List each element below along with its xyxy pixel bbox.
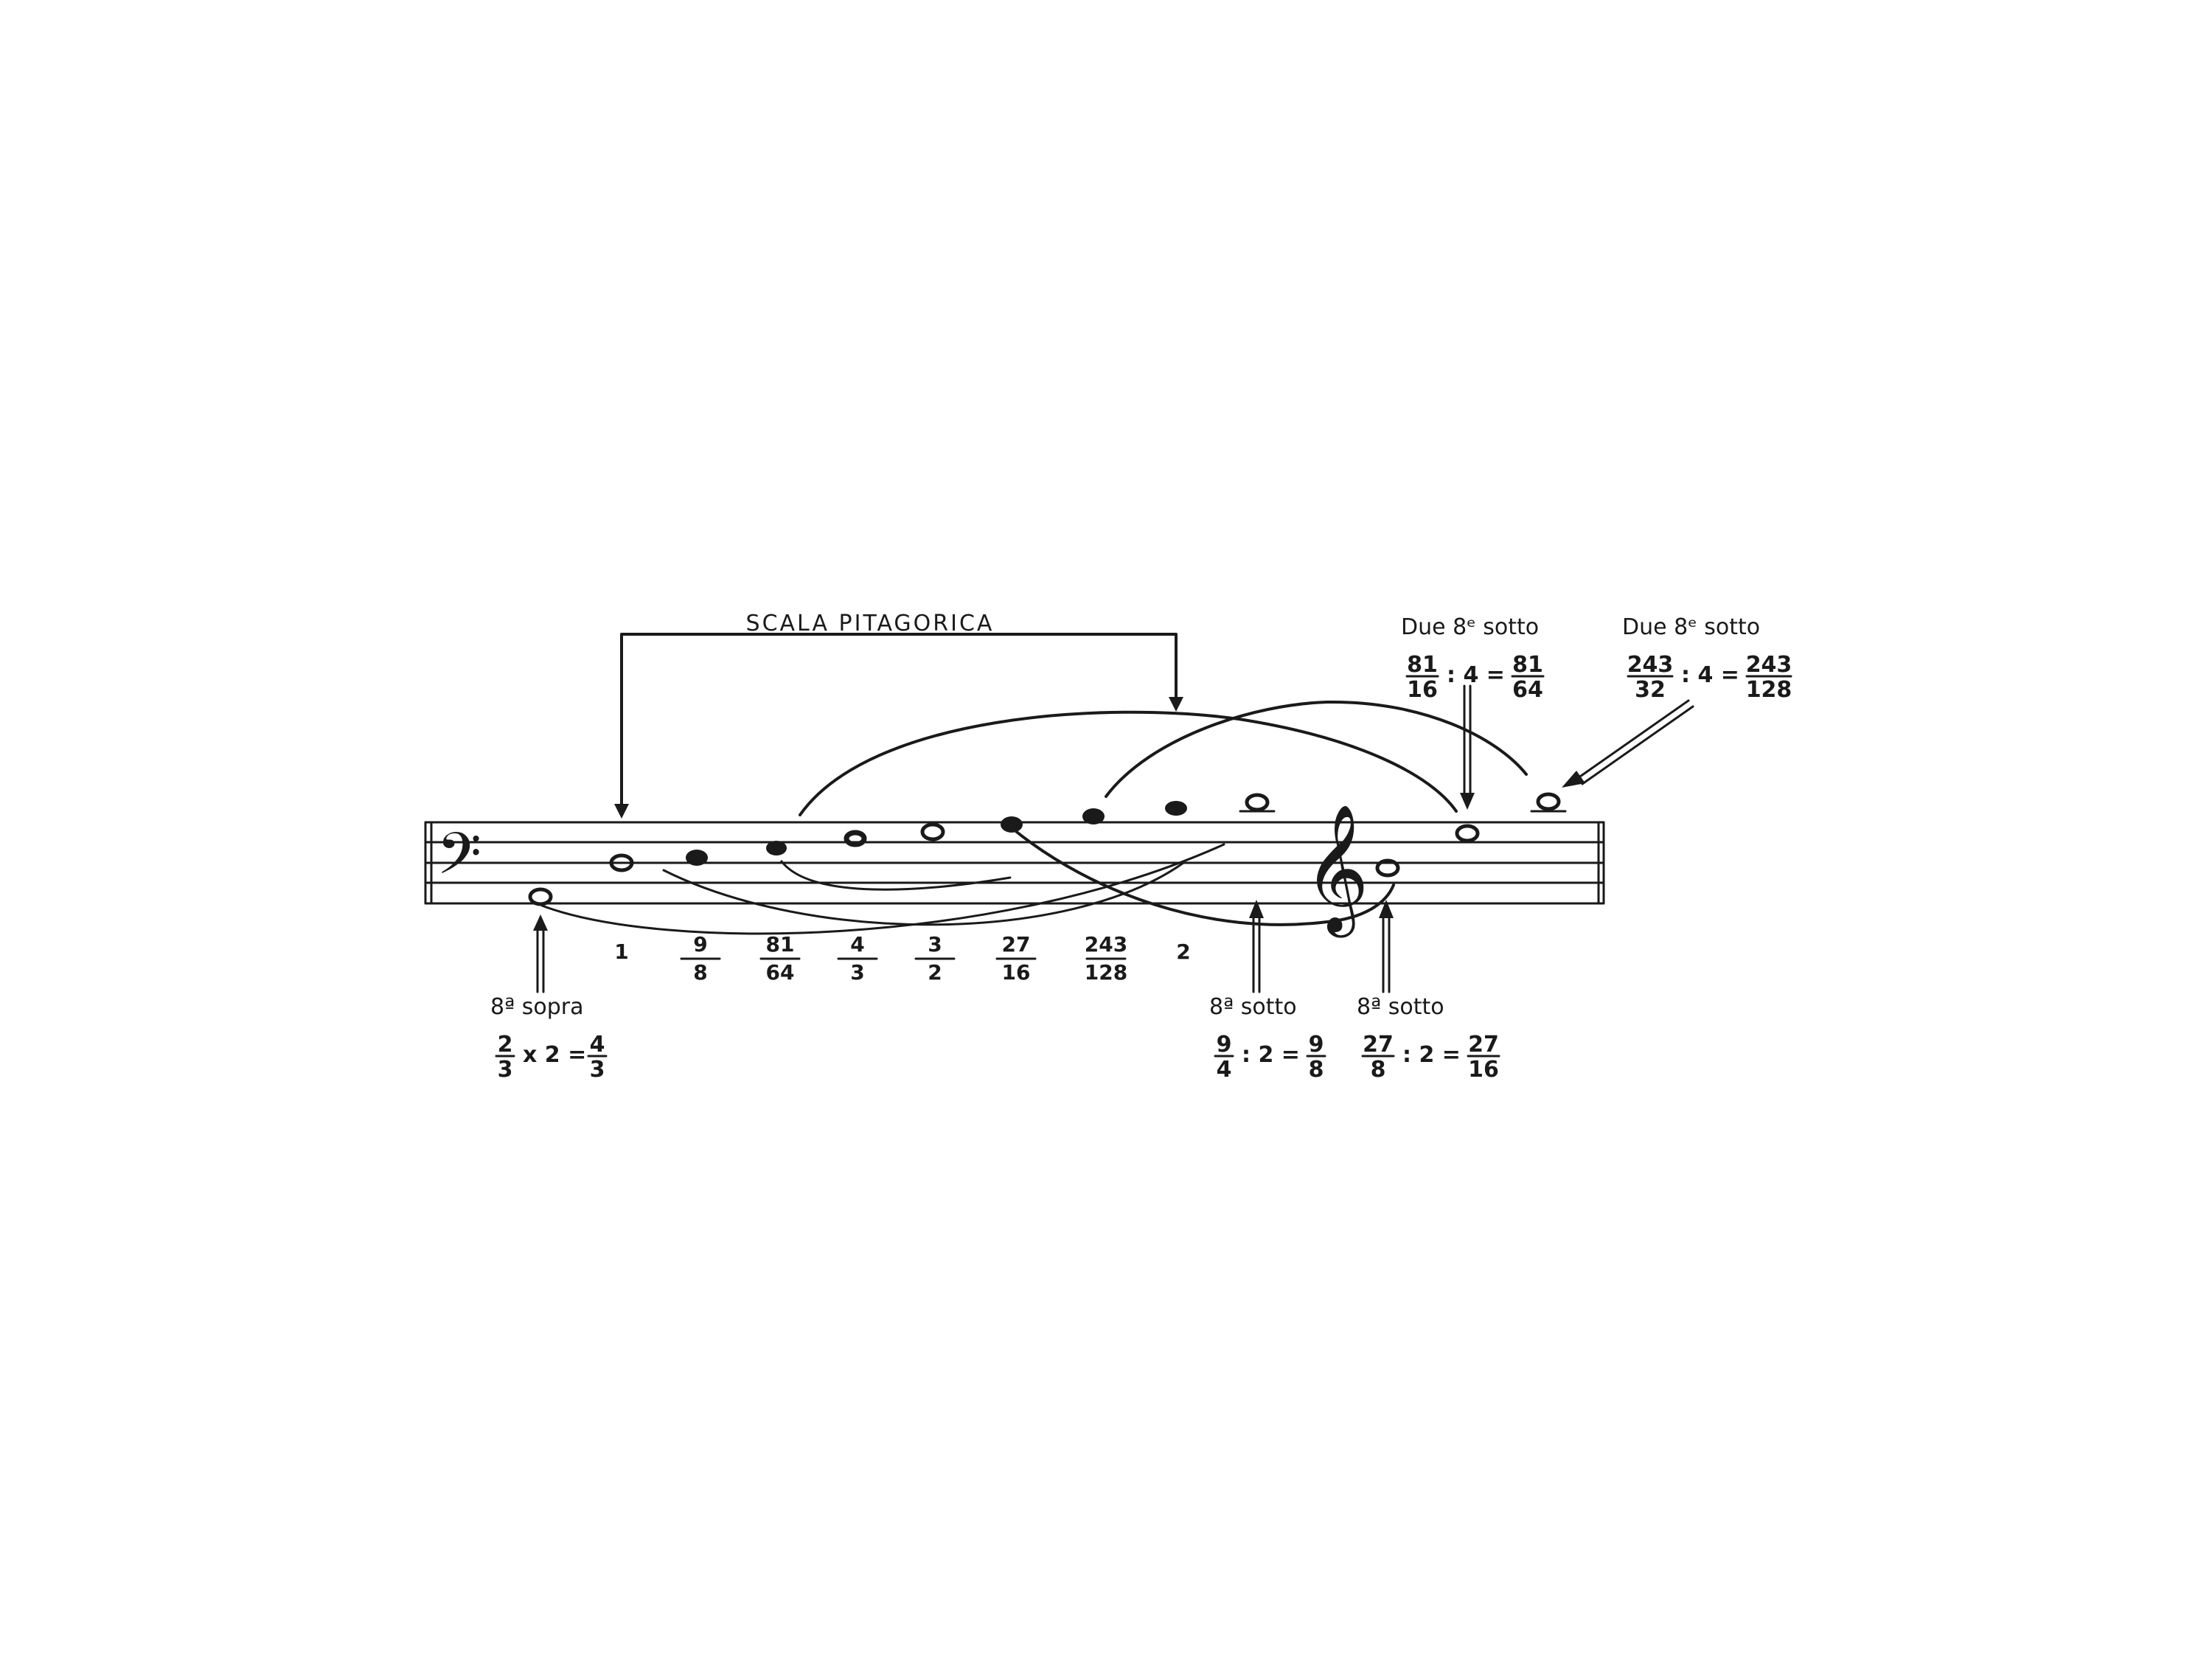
ratio-numerator: 4 <box>850 932 864 957</box>
equation-denominator: 3 <box>590 1057 605 1083</box>
ratio-numerator: 9 <box>693 932 707 957</box>
note-filled <box>1082 808 1105 824</box>
scale-ratio: 2 <box>1176 940 1190 964</box>
arrow-octave-below <box>1252 913 1261 993</box>
equation-denominator: 8 <box>1309 1057 1324 1083</box>
equation-denominator: 4 <box>1217 1057 1232 1083</box>
note-whole <box>920 822 945 841</box>
note-filled <box>766 841 787 855</box>
annotation-label: Due 8ᵉ sotto <box>1401 614 1539 640</box>
arrowhead <box>533 914 548 931</box>
ratio-denominator: 128 <box>1085 960 1127 985</box>
arrow-octave-above <box>536 924 545 993</box>
arrowhead <box>1562 771 1585 788</box>
equation-numerator: 243 <box>1627 652 1674 678</box>
note-filled <box>686 850 708 866</box>
equation-numerator: 9 <box>1217 1032 1232 1058</box>
equation-operator: : 2 = <box>1242 1042 1300 1068</box>
annotation-label: 8ª sotto <box>1209 994 1297 1020</box>
note-whole <box>1375 858 1400 878</box>
equation-operator: : 4 = <box>1447 662 1505 688</box>
arrow-two-octaves-below <box>1576 699 1694 785</box>
note-whole <box>1245 793 1270 812</box>
ratio-denominator: 16 <box>1002 960 1031 985</box>
equation-operator: x 2 = <box>523 1042 586 1068</box>
staff <box>424 821 1605 905</box>
equation-numerator: 2 <box>498 1032 513 1058</box>
ratio-denominator: 64 <box>766 960 795 985</box>
annotation-label: Due 8ᵉ sotto <box>1622 614 1760 640</box>
scale-bracket <box>620 633 1178 809</box>
bass-clef-icon: 𝄢 <box>437 821 481 902</box>
ratio-numerator: 27 <box>1002 932 1031 957</box>
ratio-denominator: 2 <box>928 960 942 985</box>
equation-operator: : 4 = <box>1681 662 1739 688</box>
note-whole <box>1455 824 1480 843</box>
equation-numerator: 81 <box>1512 652 1543 678</box>
octave-arc-lower <box>780 860 1012 891</box>
treble-clef-icon: 𝄞 <box>1304 804 1369 938</box>
equation-denominator: 64 <box>1512 677 1543 703</box>
arrowhead <box>1460 793 1475 810</box>
note-filled <box>1001 816 1023 833</box>
equation-denominator: 16 <box>1407 677 1438 703</box>
note-whole <box>1536 792 1561 811</box>
equation-numerator: 27 <box>1363 1032 1394 1058</box>
equation-operator: : 2 = <box>1402 1042 1461 1068</box>
octave-arc-upper <box>1105 700 1528 798</box>
ratio-denominator: 8 <box>693 960 707 985</box>
arrow-two-octaves-below <box>1463 684 1472 794</box>
bracket-arrowhead-left <box>614 804 629 819</box>
equation-numerator: 4 <box>590 1032 605 1058</box>
equation-numerator: 9 <box>1309 1032 1324 1058</box>
equation-denominator: 32 <box>1635 677 1666 703</box>
bracket-arrowhead-right <box>1169 697 1183 712</box>
annotation-label: 8ª sopra <box>490 994 584 1020</box>
note-filled <box>1165 801 1187 816</box>
annotation-label: 8ª sotto <box>1357 994 1444 1020</box>
equation-numerator: 243 <box>1746 652 1792 678</box>
equation-numerator: 27 <box>1468 1032 1499 1058</box>
ratio-denominator: 3 <box>850 960 864 985</box>
octave-arc-lower <box>662 861 1185 926</box>
ratio-numerator: 3 <box>928 932 942 957</box>
diagram-title: Scala Pitagorica <box>746 611 995 636</box>
notes <box>528 792 1567 906</box>
equation-denominator: 8 <box>1371 1057 1386 1083</box>
equation-numerator: 81 <box>1407 652 1438 678</box>
arrowhead <box>1249 900 1264 918</box>
equation-denominator: 128 <box>1746 677 1792 703</box>
scale-ratio: 1 <box>614 940 628 964</box>
arrowhead <box>1379 900 1394 918</box>
octave-arc-lower <box>1012 828 1395 926</box>
octave-arc-upper <box>799 710 1458 816</box>
note-whole <box>609 853 634 872</box>
octave-arc-lower <box>540 843 1225 935</box>
note-whole <box>528 887 553 906</box>
ratio-numerator: 243 <box>1085 932 1127 957</box>
arrow-octave-below <box>1382 913 1391 993</box>
equation-denominator: 3 <box>498 1057 513 1083</box>
note-half-filled <box>844 830 867 847</box>
equation-denominator: 16 <box>1468 1057 1499 1083</box>
ratio-numerator: 81 <box>766 932 795 957</box>
